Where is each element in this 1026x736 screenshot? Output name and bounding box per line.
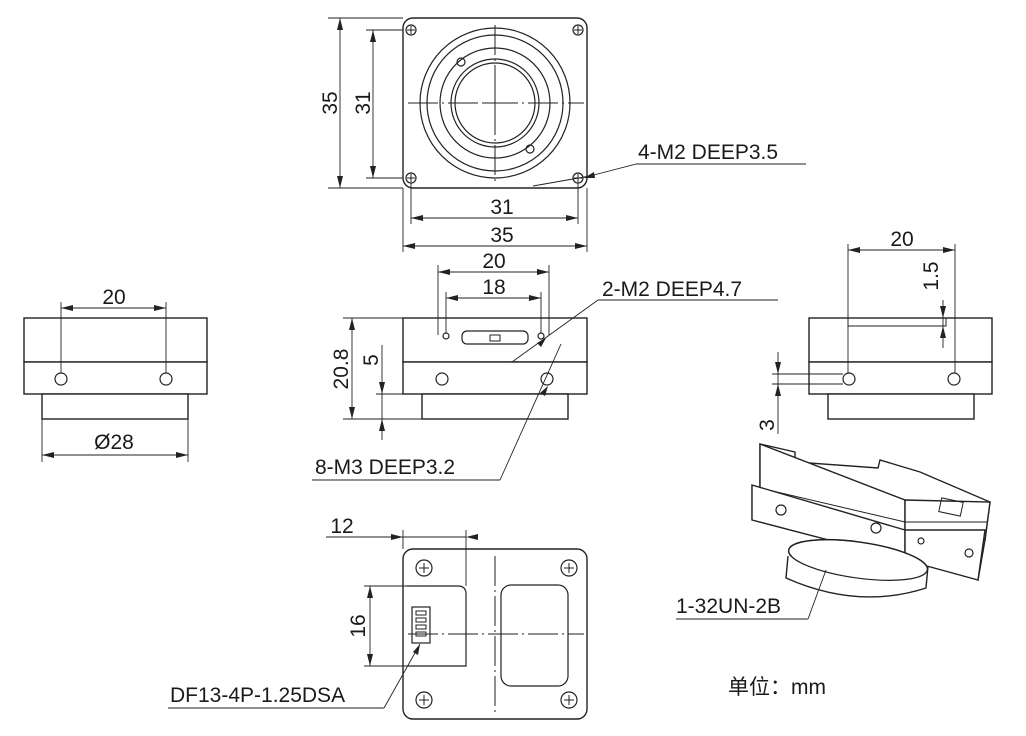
label-top-holes: 2-M2 DEEP4.7 [602,278,742,301]
back-screw-bl [415,691,433,709]
left-side-view: 20 Ø28 [23,286,208,462]
dim-left-hole-spacing: 20 [102,286,125,309]
isometric-view: 1-32UN-2B [676,442,991,620]
dim-top-offset: 5 [360,354,383,366]
dim-top-height: 20.8 [330,349,353,390]
back-screw-tl [415,559,433,577]
back-view: 12 16 DF13-4P-1.25DSA [168,515,588,720]
unit-label: 单位：mm [728,676,826,699]
dim-right-hole-offset: 3 [756,419,779,431]
right-side-view: 20 1.5 3 [756,228,993,434]
dim-back-height: 16 [347,614,370,637]
dim-left-diameter: Ø28 [94,431,134,454]
back-screw-br [560,691,578,709]
dim-front-height-outer: 35 [319,91,342,114]
corner-hole-bl [405,172,417,184]
top-view: 20 18 2-M2 DEEP4.7 20.8 5 8-M3 DEEP3.2 [312,250,778,481]
label-connector: DF13-4P-1.25DSA [170,684,345,707]
dim-front-width-inner: 31 [490,196,513,219]
label-thread: 1-32UN-2B [676,595,781,618]
dim-top-width-outer: 20 [482,250,505,273]
dim-top-width-inner: 18 [482,276,505,299]
label-front-mount-holes: 4-M2 DEEP3.5 [638,141,778,164]
dim-right-hole-spacing: 20 [890,228,913,251]
dim-front-height-inner: 31 [352,91,375,114]
corner-hole-tl [405,24,417,36]
dim-front-width-outer: 35 [490,224,513,247]
front-view: 35 31 31 35 4-M2 DEEP3.5 [319,17,806,252]
label-side-holes: 8-M3 DEEP3.2 [315,456,455,479]
dim-right-recess-depth: 1.5 [920,261,943,290]
back-screw-tr [560,559,578,577]
corner-hole-tr [572,24,584,36]
dim-back-offset: 12 [330,515,353,538]
